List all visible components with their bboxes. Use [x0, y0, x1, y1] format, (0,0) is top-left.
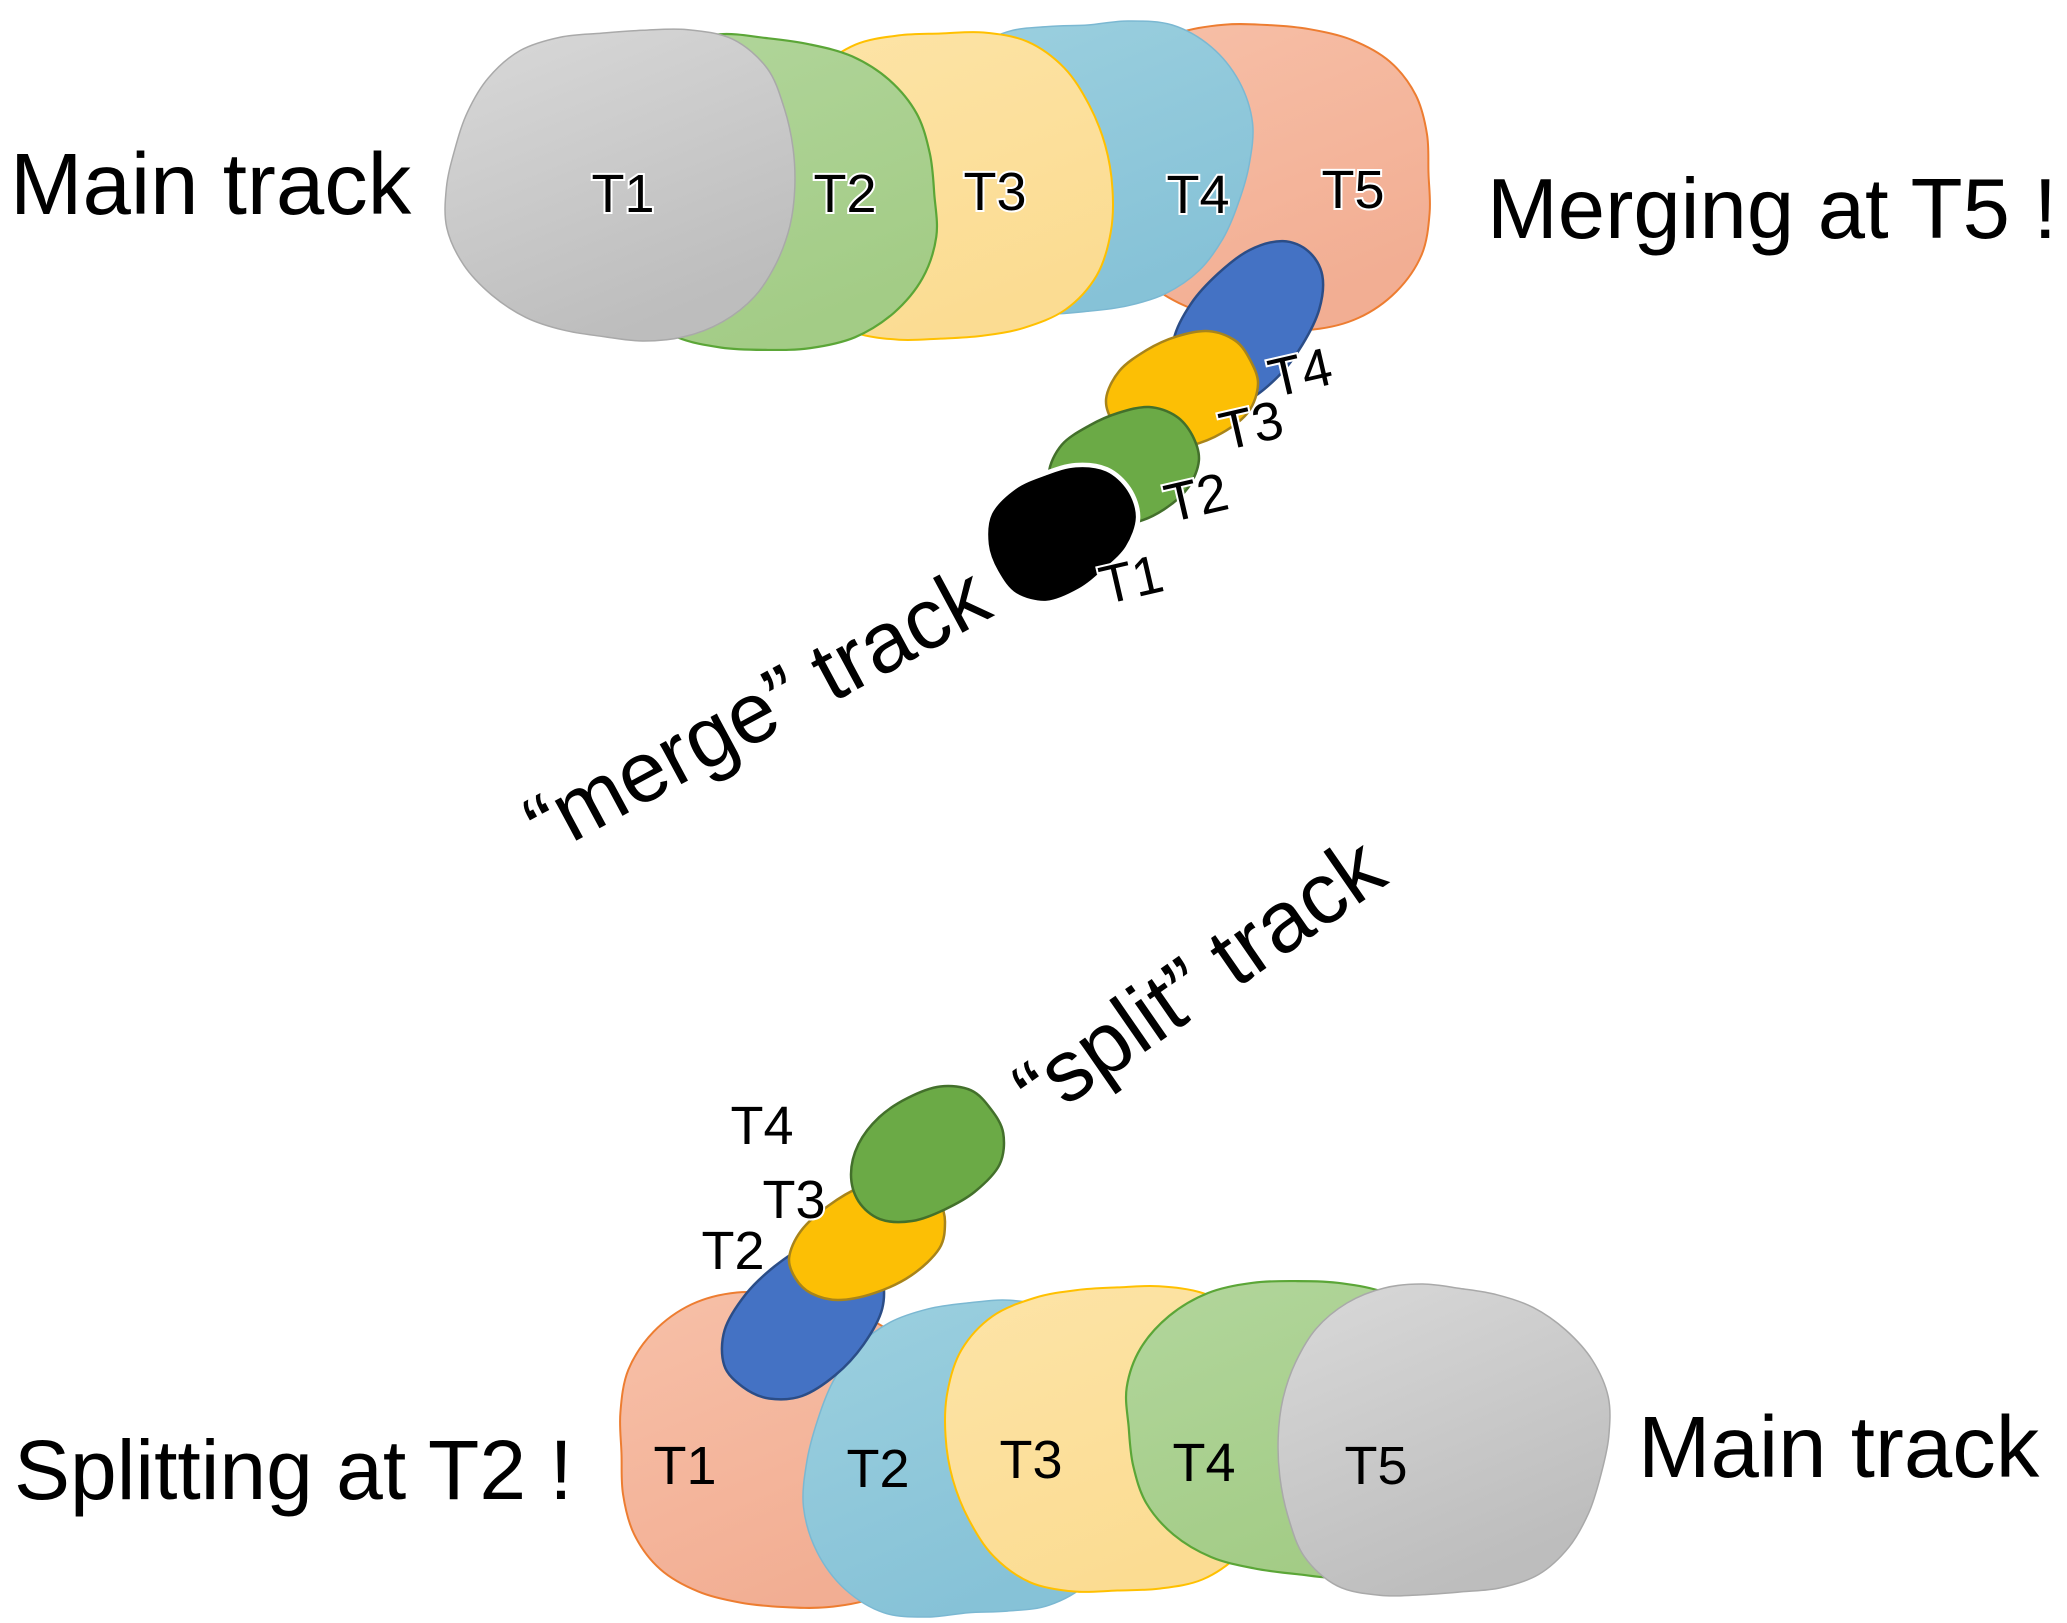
svg-text:T1: T1 [591, 164, 654, 224]
svg-text:Merging at T5 !: Merging at T5 ! [1487, 162, 2057, 257]
svg-text:T1: T1 [1094, 544, 1169, 617]
svg-text:Main track: Main track [1638, 1399, 2040, 1496]
svg-text:T4: T4 [1172, 1433, 1235, 1493]
svg-text:T2: T2 [701, 1221, 764, 1281]
svg-text:T5: T5 [1321, 160, 1384, 220]
svg-text:Splitting at T2 !: Splitting at T2 ! [14, 1423, 573, 1517]
svg-text:T2: T2 [813, 164, 876, 224]
svg-text:T4: T4 [730, 1096, 793, 1156]
svg-text:T2: T2 [846, 1439, 909, 1499]
svg-text:T4: T4 [1166, 165, 1229, 225]
svg-text:T3: T3 [999, 1430, 1062, 1490]
svg-text:T5: T5 [1344, 1436, 1407, 1496]
svg-text:T2: T2 [1159, 462, 1234, 535]
svg-text:T3: T3 [963, 162, 1026, 222]
svg-text:Main track: Main track [10, 136, 412, 233]
svg-text:T3: T3 [762, 1170, 825, 1230]
svg-text:T1: T1 [653, 1436, 716, 1496]
